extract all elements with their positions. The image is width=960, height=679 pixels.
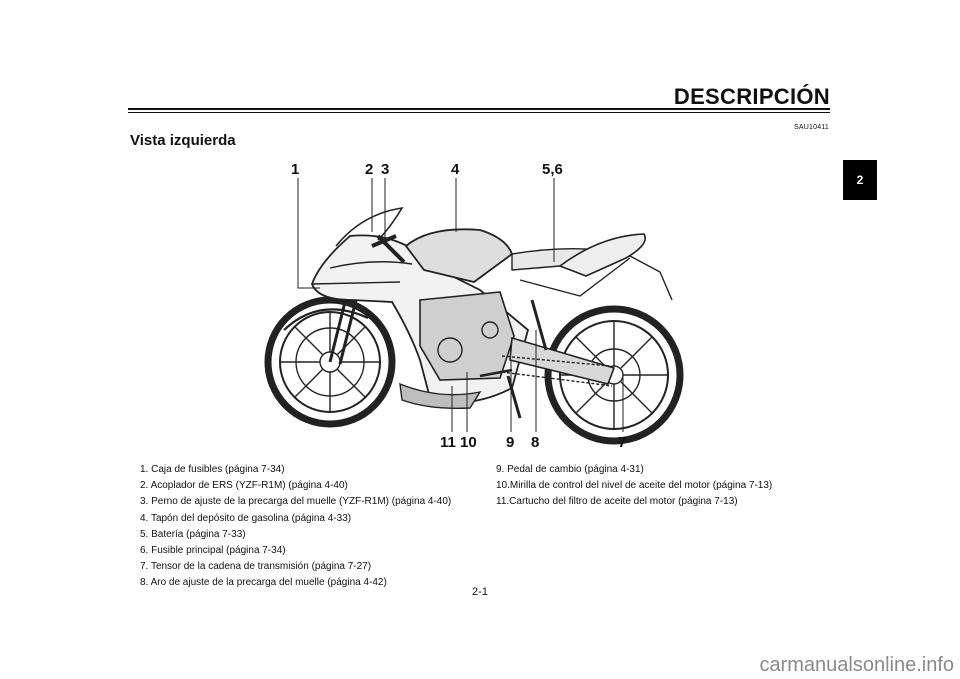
section-title: Vista izquierda <box>130 132 236 149</box>
legend-item: 5. Batería (página 7-33) <box>140 528 246 540</box>
header-title: DESCRIPCIÓN <box>673 84 830 109</box>
watermark: carmanualsonline.info <box>759 654 954 676</box>
shift-pedal <box>479 368 513 378</box>
callout-3: 3 <box>381 161 390 178</box>
header-rule-thick <box>128 108 830 110</box>
side-stand <box>506 375 522 419</box>
page-number: 2-1 <box>472 586 488 598</box>
callout-8: 8 <box>531 434 540 451</box>
rear-shock <box>530 299 548 351</box>
legend-right: 9. Pedal de cambio (página 4-31) 10.Miri… <box>496 462 772 511</box>
chain <box>501 355 613 387</box>
leader-lines <box>297 178 624 432</box>
header-rule-thin <box>128 112 830 113</box>
rear-wheel <box>544 305 684 445</box>
legend-item: 6. Fusible principal (página 7-34) <box>140 545 286 557</box>
front-fender <box>283 308 369 331</box>
belly-pan <box>399 382 482 409</box>
chapter-tab[interactable]: 2 <box>843 160 877 200</box>
legend-item: 1. Caja de fusibles (página 7-34) <box>140 464 285 475</box>
legend-item: 11.Cartucho del filtro de aceite del mot… <box>496 496 738 508</box>
legend-item: 8. Aro de ajuste de la precarga del muel… <box>140 577 387 589</box>
tail <box>558 233 646 277</box>
engine <box>419 291 515 381</box>
section-code: SAU10411 <box>794 124 829 131</box>
callout-5-6: 5,6 <box>542 161 563 178</box>
callout-1: 1 <box>291 161 300 178</box>
callout-4: 4 <box>451 161 460 178</box>
legend-item: 2. Acoplador de ERS (YZF-R1M) (página 4-… <box>140 480 348 492</box>
callout-2: 2 <box>365 161 374 178</box>
legend-item: 10.Mirilla de control del nivel de aceit… <box>496 480 773 492</box>
legend-item: 3. Perno de ajuste de la precarga del mu… <box>140 496 452 508</box>
legend-item: 4. Tapón del depósito de gasolina (págin… <box>140 512 352 524</box>
legend-item: 9. Pedal de cambio (página 4-31) <box>496 464 644 475</box>
callout-7: 7 <box>618 434 627 451</box>
callout-10: 10 <box>460 434 477 451</box>
handlebar <box>371 234 406 264</box>
legend-left: 1. Caja de fusibles (página 7-34) 2. Aco… <box>140 462 451 592</box>
callout-9: 9 <box>506 434 515 451</box>
callout-11: 11 <box>440 434 456 451</box>
legend-item: 7. Tensor de la cadena de transmisión (p… <box>140 561 372 573</box>
